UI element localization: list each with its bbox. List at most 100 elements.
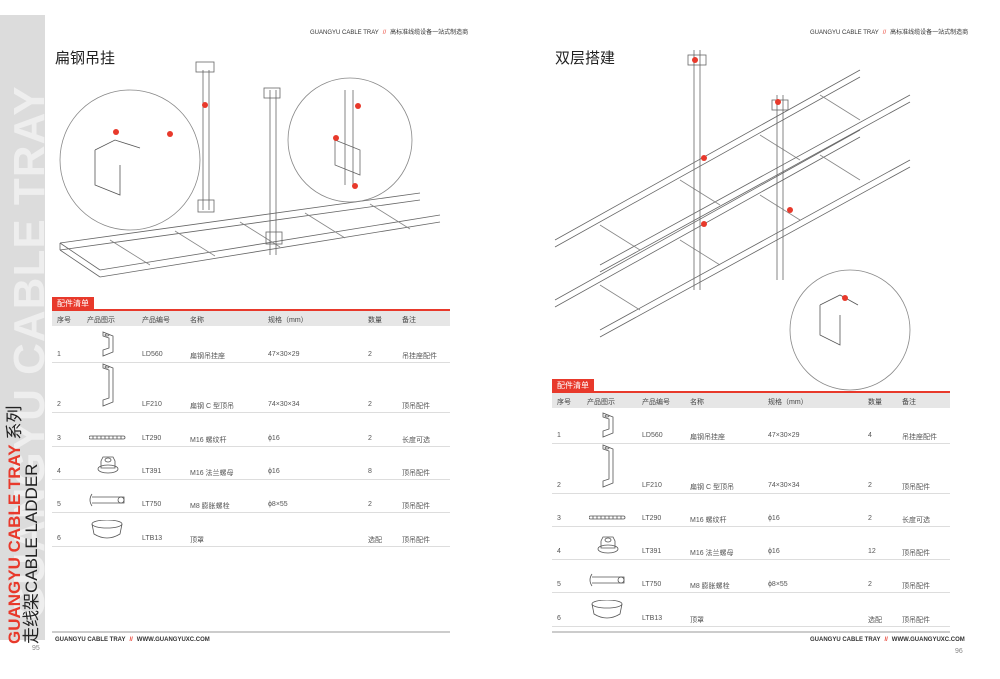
- cell-spec: ϕ8×55: [268, 501, 288, 508]
- cell-spec: ϕ8×55: [768, 581, 788, 588]
- cell-code: LT290: [142, 435, 162, 442]
- header-tagline: 高标准线缆设备一站式制造商: [390, 30, 469, 36]
- cell-code: LF210: [142, 401, 162, 408]
- cell-name: M16 螺纹杆: [190, 437, 227, 444]
- cell-name: M16 螺纹杆: [690, 517, 727, 524]
- column-header: 规格（mm）: [268, 317, 308, 324]
- cell-note: 吊挂座配件: [902, 434, 937, 441]
- column-header: 序号: [557, 399, 571, 406]
- cell-note: 长度可选: [902, 517, 930, 524]
- column-header: 规格（mm）: [768, 399, 808, 406]
- left-running-header: GUANGYU CABLE TRAY//高标准线缆设备一站式制造商: [310, 30, 469, 36]
- left-footer-line: [52, 631, 450, 633]
- left-ladder-drawing: [59, 61, 441, 278]
- end-cap-icon: [591, 600, 623, 619]
- cell-code: LF210: [642, 482, 662, 489]
- row-divider: [552, 559, 950, 560]
- cell-name: 扁钢 C 型顶吊: [190, 403, 234, 410]
- cell-no: 2: [557, 482, 561, 489]
- cell-code: LD560: [142, 351, 163, 358]
- cell-qty: 2: [868, 581, 872, 588]
- cell-qty: 选配: [868, 617, 882, 624]
- row-divider: [552, 493, 950, 494]
- cell-no: 6: [57, 535, 61, 542]
- cell-no: 3: [557, 515, 561, 522]
- right-footer-line: [552, 631, 950, 633]
- tag-underline: [52, 309, 450, 311]
- cell-qty: 2: [368, 351, 372, 358]
- c-hanger-icon: [602, 444, 614, 488]
- table-header-row: [52, 311, 450, 326]
- parts-list-tag: 配件清单: [52, 297, 94, 310]
- threaded-rod-icon: [589, 515, 626, 520]
- flange-nut-icon: [97, 456, 119, 474]
- cell-code: LT391: [642, 548, 662, 555]
- cell-spec: 47×30×29: [268, 351, 300, 358]
- column-header: 产品图示: [87, 317, 115, 324]
- cell-code: LTB13: [142, 535, 163, 542]
- left-footer: GUANGYU CABLE TRAY//WWW.GUANGYUXC.COM: [55, 637, 210, 643]
- cell-code: LT750: [142, 501, 162, 508]
- cell-code: LT290: [642, 515, 662, 522]
- end-cap-icon: [91, 520, 123, 539]
- cell-qty: 4: [868, 432, 872, 439]
- column-header: 备注: [902, 399, 916, 406]
- row-divider: [52, 362, 450, 363]
- cell-qty: 2: [368, 435, 372, 442]
- cell-code: LT391: [142, 468, 162, 475]
- cell-no: 5: [557, 581, 561, 588]
- c-hanger-icon: [102, 363, 114, 407]
- right-page-number: 96: [955, 648, 963, 655]
- row-divider: [52, 512, 450, 513]
- row-divider: [552, 443, 950, 444]
- cell-spec: ϕ16: [768, 515, 780, 522]
- column-header: 名称: [690, 399, 704, 406]
- flat-hanger-icon: [102, 331, 114, 357]
- cell-qty: 2: [368, 401, 372, 408]
- cell-qty: 选配: [368, 537, 382, 544]
- cell-note: 顶吊配件: [902, 583, 930, 590]
- expansion-bolt-icon: [89, 493, 125, 507]
- row-divider: [552, 592, 950, 593]
- cell-note: 顶吊配件: [402, 470, 430, 477]
- cell-name: M16 法兰螺母: [190, 470, 234, 477]
- cell-no: 1: [557, 432, 561, 439]
- threaded-rod-icon: [89, 435, 126, 440]
- cell-note: 长度可选: [402, 437, 430, 444]
- row-divider: [52, 479, 450, 480]
- cell-name: 顶罩: [190, 537, 204, 544]
- row-divider: [552, 526, 950, 527]
- footer-website[interactable]: WWW.GUANGYUXC.COM: [891, 637, 965, 643]
- expansion-bolt-icon: [589, 573, 625, 587]
- cell-no: 4: [57, 468, 61, 475]
- cell-name: 扁钢吊挂座: [690, 434, 725, 441]
- column-header: 产品图示: [587, 399, 615, 406]
- cell-code: LTB13: [642, 615, 663, 622]
- cell-name: M16 法兰螺母: [690, 550, 734, 557]
- cell-qty: 2: [368, 501, 372, 508]
- right-page-title: 双层搭建: [555, 50, 616, 67]
- cell-spec: ϕ16: [268, 468, 280, 475]
- header-brand: GUANGYU CABLE TRAY: [810, 30, 879, 36]
- cell-note: 顶吊配件: [902, 484, 930, 491]
- cell-name: 扁钢 C 型顶吊: [690, 484, 734, 491]
- cell-no: 6: [557, 615, 561, 622]
- footer-brand: GUANGYU CABLE TRAY: [810, 637, 881, 643]
- cell-spec: ϕ16: [768, 548, 780, 555]
- callout-markers: [113, 102, 361, 189]
- footer-website[interactable]: WWW.GUANGYUXC.COM: [136, 637, 210, 643]
- flat-hanger-icon: [602, 412, 614, 438]
- row-divider: [52, 546, 450, 547]
- cell-spec: ϕ16: [268, 435, 280, 442]
- cell-name: M8 膨胀螺栓: [690, 583, 730, 590]
- cell-no: 5: [57, 501, 61, 508]
- cell-qty: 2: [868, 482, 872, 489]
- cell-note: 顶吊配件: [402, 537, 430, 544]
- column-header: 产品编号: [642, 399, 670, 406]
- column-header: 数量: [368, 317, 382, 324]
- footer-brand: GUANGYU CABLE TRAY: [55, 637, 126, 643]
- cell-spec: 74×30×34: [268, 401, 300, 408]
- flange-nut-icon: [597, 536, 619, 554]
- cell-note: 顶吊配件: [402, 503, 430, 510]
- sidebar-band: GUANGYU CABLE TRAY: [0, 15, 54, 640]
